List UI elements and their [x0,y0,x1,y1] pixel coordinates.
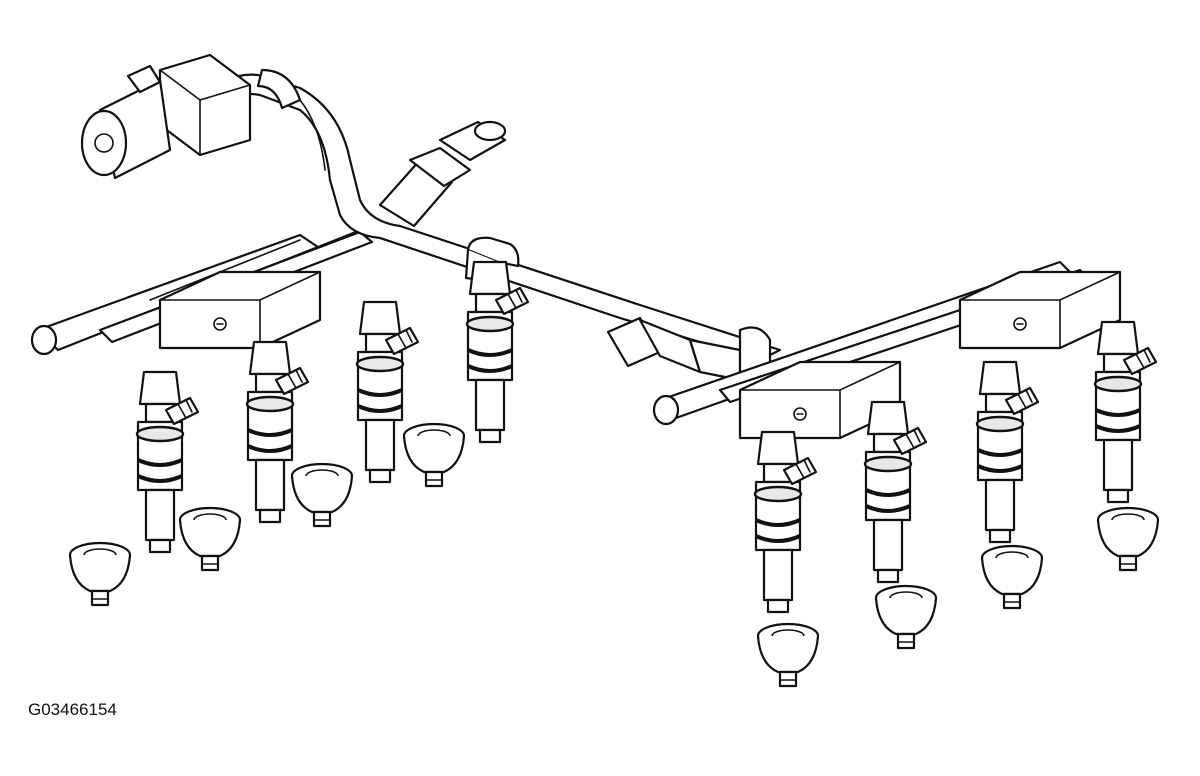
lower-o-ring-cap-icon [756,622,820,688]
fuel-injector-icon [975,360,1040,544]
fuel-injector-icon [465,260,530,444]
lower-o-ring-cap-icon [980,544,1044,610]
pressure-regulator [80,53,302,180]
fuel-injector-icon [753,430,818,614]
crossover-tube [213,73,782,362]
lower-o-ring-cap-icon [290,462,354,528]
fuel-injector-icon [1093,320,1158,504]
pressure-regulator-icon [158,53,252,157]
fuel-inlet-fitting [378,120,507,228]
figure-id-label: G03466154 [28,700,117,719]
lower-o-ring-cap-icon [1096,506,1160,572]
lower-o-ring-cap-icon [68,541,132,607]
lower-o-ring-cap-icon [402,422,466,488]
fuel-injector-icon [863,400,928,584]
right-bank-caps [756,506,1160,688]
lower-o-ring-cap-icon [178,506,242,572]
lower-o-ring-cap-icon [874,584,938,650]
mounting-bracket [958,270,1122,350]
